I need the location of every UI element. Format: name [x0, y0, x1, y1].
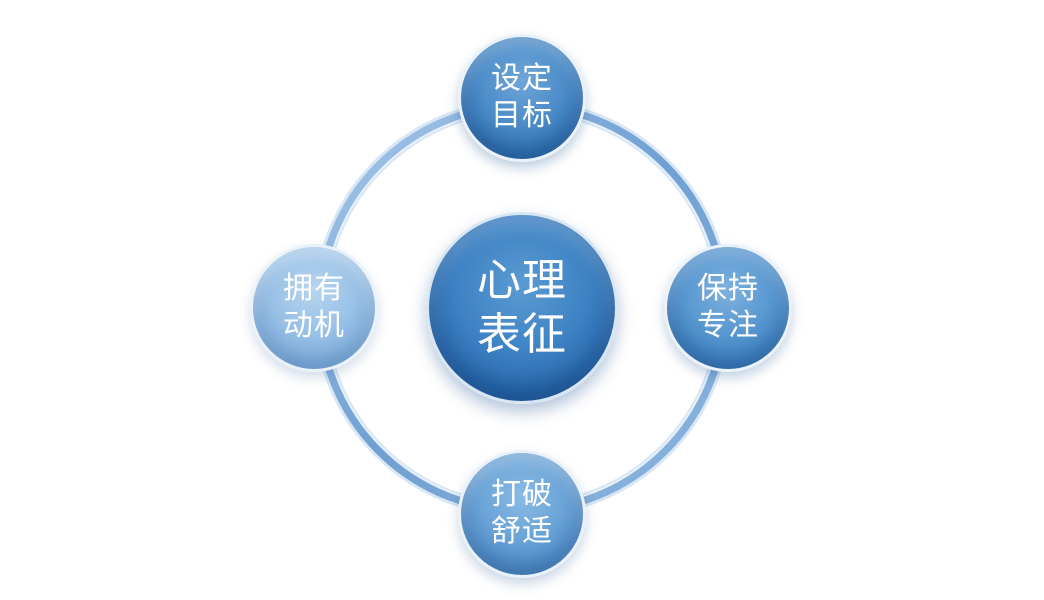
node-have-motivation-line2: 动机 [283, 308, 345, 343]
center-node-mental-representation: 心理 表征 [426, 212, 618, 404]
node-stay-focused-line2: 专注 [697, 308, 759, 343]
center-node-line1: 心理 [477, 255, 567, 307]
node-set-goal: 设定 目标 [458, 34, 586, 162]
node-set-goal-line1: 设定 [491, 61, 553, 97]
node-break-comfort-line1: 打破 [491, 477, 553, 513]
node-break-comfort-line2: 舒适 [491, 514, 553, 549]
node-stay-focused-line1: 保持 [697, 271, 759, 307]
node-have-motivation-line1: 拥有 [283, 271, 345, 307]
node-break-comfort: 打破 舒适 [458, 450, 586, 578]
node-have-motivation: 拥有 动机 [250, 244, 378, 372]
center-node-line2: 表征 [477, 309, 567, 360]
node-set-goal-line2: 目标 [491, 98, 553, 133]
node-stay-focused: 保持 专注 [664, 244, 792, 372]
